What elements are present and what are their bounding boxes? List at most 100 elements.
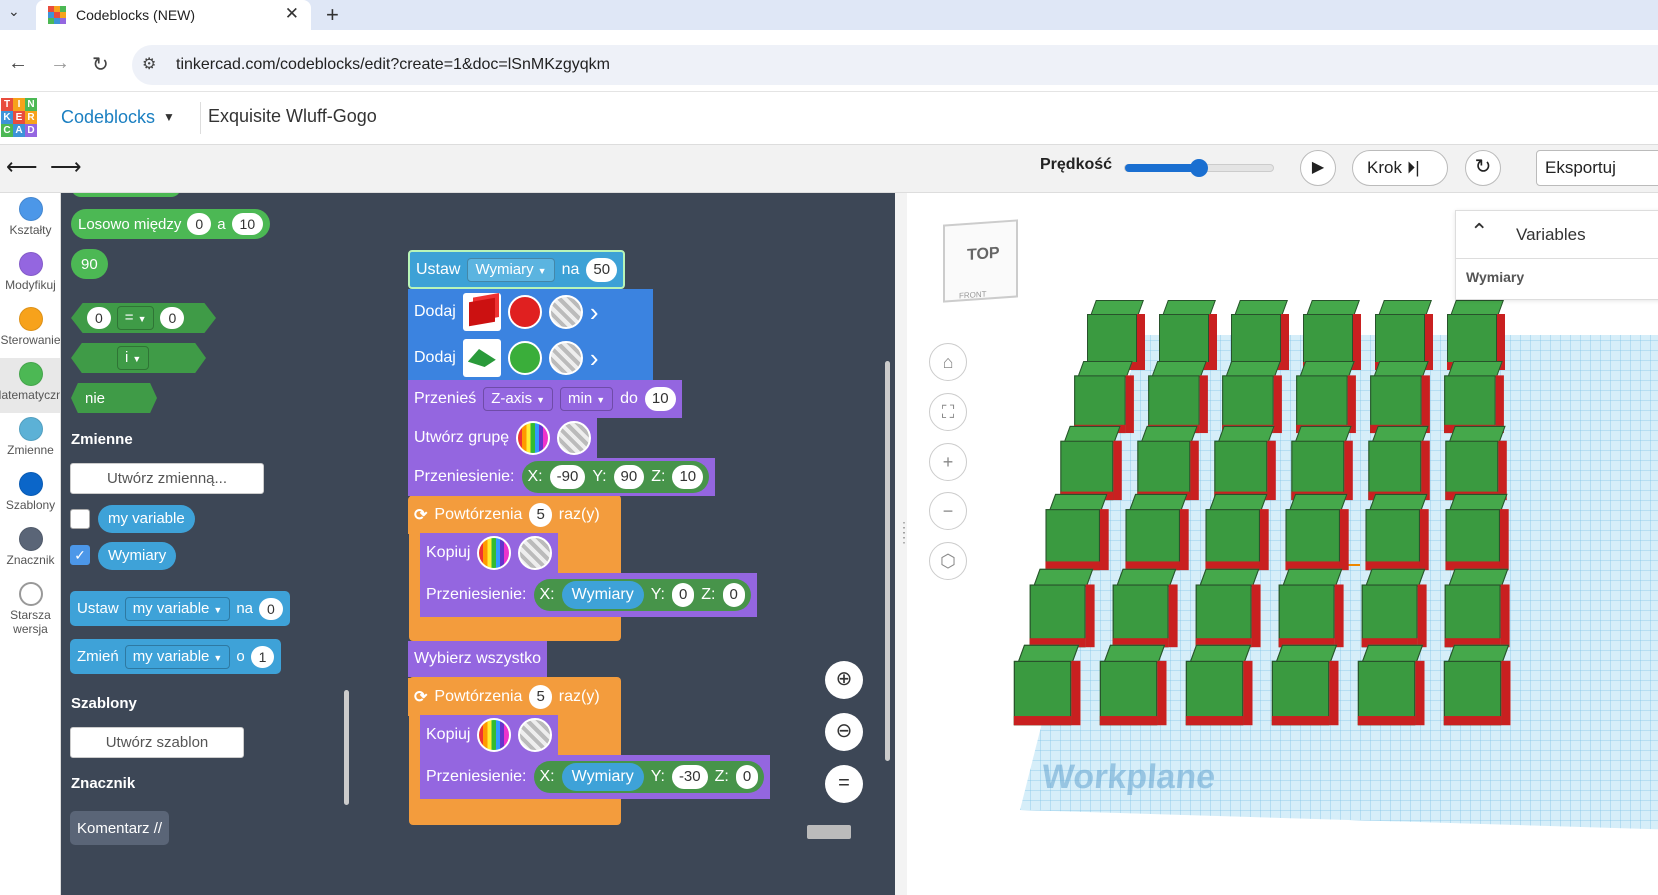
random-between-block[interactable]: Losowo między 0 a 10: [71, 209, 271, 239]
color-swatch[interactable]: [507, 295, 542, 329]
change-variable-block[interactable]: Zmień my variable▼ o 1: [70, 639, 282, 674]
create-variable-button[interactable]: Utwórz zmienną...: [70, 463, 264, 494]
z-input[interactable]: 10: [672, 465, 704, 489]
zoom-in-view-icon[interactable]: +: [929, 443, 967, 481]
translate-block[interactable]: Przeniesienie: X:Wymiary Y:0 Z:0: [420, 573, 757, 617]
number-block[interactable]: 90: [71, 249, 108, 279]
box-shape[interactable]: [1148, 360, 1208, 434]
roof-shape-thumb[interactable]: [462, 339, 501, 377]
tinkercad-logo[interactable]: T I N K E R C A D: [1, 98, 37, 138]
view-cube-top[interactable]: TOP: [967, 244, 1000, 264]
view-cube-front[interactable]: FRONT: [959, 289, 987, 301]
xyz-vector[interactable]: X:Wymiary Y:-30 Z:0: [533, 761, 765, 793]
add-box-block[interactable]: Dodaj ›: [408, 289, 653, 335]
box-shape[interactable]: [1361, 568, 1427, 648]
box-shape[interactable]: [1185, 644, 1253, 726]
variable-dropdown[interactable]: my variable▼: [124, 644, 231, 669]
wymiary-reporter[interactable]: Wymiary: [98, 542, 177, 570]
box-shape[interactable]: [1357, 644, 1425, 726]
box-shape[interactable]: [1045, 493, 1109, 571]
panel-divider[interactable]: [895, 193, 907, 895]
translate-block[interactable]: Przeniesienie: X:-90 Y:90 Z:10: [408, 458, 716, 496]
box-shape[interactable]: [1368, 425, 1430, 501]
z-input[interactable]: 0: [722, 583, 745, 607]
projection-view-icon[interactable]: ⬡: [929, 542, 967, 580]
close-tab-icon[interactable]: ✕: [284, 4, 299, 23]
mode-dropdown[interactable]: min▼: [560, 387, 614, 411]
reload-icon[interactable]: ↻: [92, 54, 109, 76]
variable-dropdown[interactable]: Wymiary▼: [467, 257, 555, 282]
box-shape[interactable]: [1159, 300, 1217, 370]
wymiary-checkbox[interactable]: ✓: [70, 545, 90, 565]
box-shape[interactable]: [1278, 568, 1344, 648]
box-shape[interactable]: [1087, 300, 1145, 370]
number-input[interactable]: 0: [87, 307, 111, 329]
count-input[interactable]: 5: [529, 685, 552, 709]
number-input[interactable]: 0: [259, 597, 283, 620]
expand-icon[interactable]: ›: [589, 342, 599, 373]
undo-icon[interactable]: ⟵: [6, 154, 38, 179]
category-templates[interactable]: Szablony: [0, 468, 60, 523]
box-shape[interactable]: [1445, 425, 1507, 501]
box-shape[interactable]: [1296, 360, 1356, 434]
box-shape[interactable]: [1099, 644, 1167, 726]
number-input[interactable]: 10: [231, 213, 264, 235]
category-control[interactable]: Sterowanie: [0, 303, 60, 358]
site-info-icon[interactable]: ⚙: [142, 56, 157, 73]
math-block-partial[interactable]: [71, 193, 181, 197]
speed-slider[interactable]: [1124, 159, 1274, 177]
caret-down-icon[interactable]: ▼: [163, 110, 175, 124]
box-shape[interactable]: [1214, 425, 1276, 501]
operator-dropdown[interactable]: =▼: [116, 306, 155, 330]
box-shape-thumb[interactable]: [462, 293, 501, 331]
select-all-block[interactable]: Wybierz wszystko: [408, 641, 547, 677]
category-shapes[interactable]: Kształty: [0, 193, 60, 248]
box-shape[interactable]: [1195, 568, 1261, 648]
number-input[interactable]: 0: [187, 213, 212, 235]
box-shape[interactable]: [1444, 568, 1510, 648]
view-cube[interactable]: TOP FRONT: [943, 219, 1018, 303]
chevron-up-icon[interactable]: ⌃: [1470, 219, 1489, 244]
y-input[interactable]: -30: [671, 765, 708, 789]
category-modify[interactable]: Modyfikuj: [0, 248, 60, 303]
x-input[interactable]: -90: [549, 465, 586, 489]
category-math[interactable]: Matematyczne: [0, 358, 60, 413]
zoom-out-icon[interactable]: ⊖: [825, 713, 863, 751]
step-button[interactable]: Krok ⏵|: [1352, 150, 1448, 186]
multicolor-swatch[interactable]: [477, 536, 512, 570]
project-name[interactable]: Exquisite Wluff-Gogo: [208, 106, 377, 126]
logic-and-block[interactable]: i▼: [71, 343, 206, 373]
box-shape[interactable]: [1205, 493, 1269, 571]
box-shape[interactable]: [1112, 568, 1178, 648]
create-template-button[interactable]: Utwórz szablon: [70, 727, 244, 758]
add-roof-block[interactable]: Dodaj ›: [408, 335, 653, 381]
box-shape[interactable]: [1370, 360, 1430, 434]
number-input[interactable]: 10: [644, 387, 676, 411]
my-variable-reporter[interactable]: my variable: [98, 505, 195, 533]
box-shape[interactable]: [1137, 425, 1199, 501]
number-input[interactable]: 1: [250, 645, 275, 668]
back-icon[interactable]: ←: [8, 52, 28, 74]
number-input[interactable]: 0: [160, 307, 185, 329]
box-shape[interactable]: [1443, 644, 1511, 726]
export-button[interactable]: Eksportuj: [1536, 150, 1658, 186]
forward-icon[interactable]: →: [50, 52, 70, 74]
hole-swatch[interactable]: [548, 295, 583, 329]
zoom-out-view-icon[interactable]: −: [929, 492, 967, 530]
logic-not-block[interactable]: nie: [71, 383, 157, 413]
box-shape[interactable]: [1365, 493, 1429, 571]
hole-swatch[interactable]: [518, 536, 553, 570]
box-shape[interactable]: [1029, 568, 1095, 648]
reset-button[interactable]: ↻: [1465, 150, 1501, 186]
hole-swatch[interactable]: [557, 421, 592, 455]
copy-block[interactable]: Kopiuj: [420, 715, 559, 755]
box-shape[interactable]: [1222, 360, 1282, 434]
xyz-vector[interactable]: X:Wymiary Y:0 Z:0: [533, 579, 751, 611]
variable-dropdown[interactable]: my variable▼: [124, 596, 231, 621]
new-tab-button[interactable]: +: [326, 2, 339, 27]
repeat-block[interactable]: ⟳ Powtórzenia 5 raz(y): [408, 678, 606, 716]
category-legacy[interactable]: Starsza wersja: [0, 578, 60, 648]
box-shape[interactable]: [1013, 644, 1081, 726]
redo-icon[interactable]: ⟶: [50, 154, 82, 179]
box-shape[interactable]: [1285, 493, 1349, 571]
